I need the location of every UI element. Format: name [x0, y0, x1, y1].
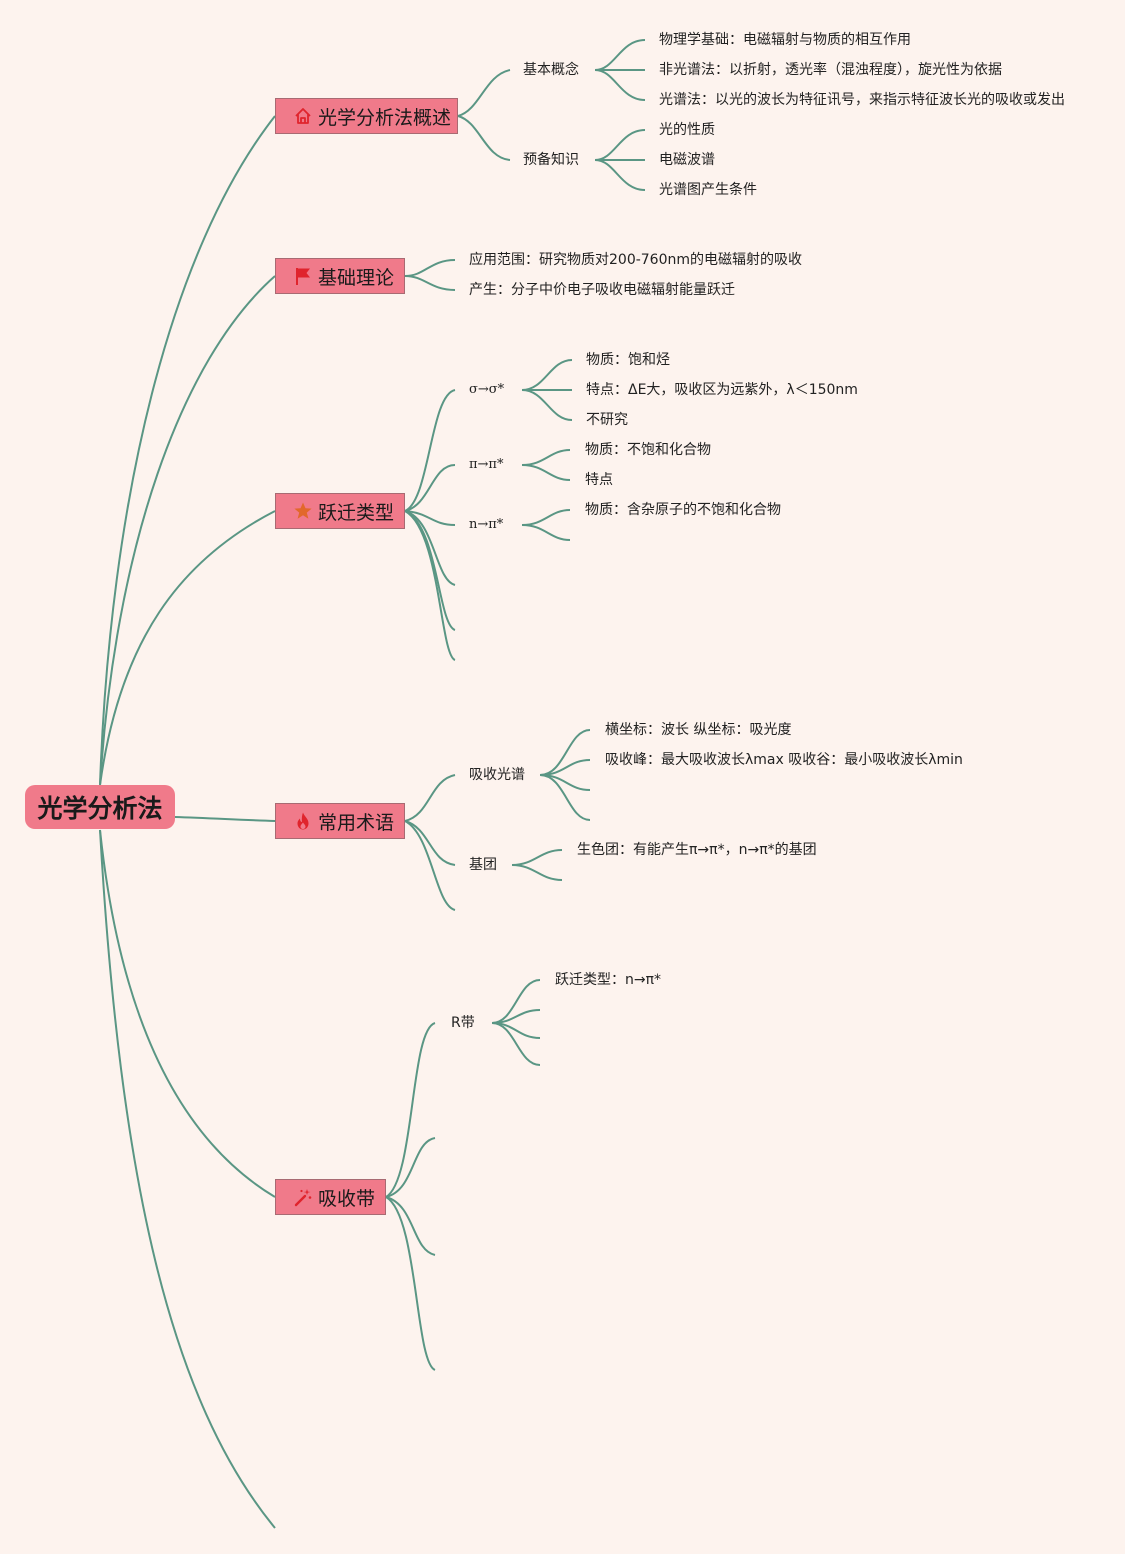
leaf-node[interactable]: 物质：饱和烃 [586, 352, 670, 368]
flag-icon [293, 266, 313, 286]
node-groups[interactable]: 基团 [469, 857, 497, 873]
leaf-node[interactable]: 特点：ΔE大，吸收区为远紫外，λ＜150nm [586, 382, 858, 398]
leaf-node[interactable]: 光谱图产生条件 [659, 182, 757, 198]
star-icon [293, 501, 313, 521]
leaf-node[interactable]: 光谱法：以光的波长为特征讯号，来指示特征波长光的吸收或发出 [659, 92, 1065, 108]
leaf-node[interactable]: 光的性质 [659, 122, 715, 138]
leaf-node[interactable]: 物理学基础：电磁辐射与物质的相互作用 [659, 32, 911, 48]
leaf-node[interactable]: 不研究 [586, 412, 628, 428]
branch-common-terms[interactable]: 常用术语 [275, 803, 405, 839]
branch-basic-theory[interactable]: 基础理论 [275, 258, 405, 294]
node-prerequisites[interactable]: 预备知识 [523, 152, 579, 168]
branch-label: 基础理论 [318, 266, 395, 289]
branch-absorption-bands[interactable]: 吸收带 [275, 1179, 386, 1215]
node-absorption-spectrum[interactable]: 吸收光谱 [469, 767, 525, 783]
leaf-node[interactable]: 物质：不饱和化合物 [585, 442, 711, 458]
branch-label: 光学分析法概述 [318, 106, 452, 129]
root-node[interactable]: 光学分析法 [25, 785, 175, 829]
node-basic-concepts[interactable]: 基本概念 [523, 62, 579, 78]
home-icon [293, 106, 313, 126]
leaf-node[interactable]: 生色团：有能产生π→π*，n→π*的基团 [577, 842, 817, 858]
node-pi-pi-star[interactable]: π→π* [469, 457, 504, 472]
magic-wand-icon [293, 1187, 313, 1207]
leaf-node[interactable]: 产生：分子中价电子吸收电磁辐射能量跃迁 [469, 282, 735, 298]
branch-label: 常用术语 [318, 811, 395, 834]
branch-transition-types[interactable]: 跃迁类型 [275, 493, 405, 529]
leaf-node[interactable]: 应用范围：研究物质对200-760nm的电磁辐射的吸收 [469, 252, 803, 268]
branch-label: 跃迁类型 [318, 501, 395, 524]
leaf-node[interactable]: 物质：含杂原子的不饱和化合物 [585, 502, 781, 518]
leaf-node[interactable]: 特点 [585, 472, 613, 488]
node-r-band[interactable]: R带 [451, 1015, 475, 1031]
branch-label: 吸收带 [318, 1187, 376, 1210]
leaf-node[interactable]: 跃迁类型：n→π* [555, 972, 662, 988]
leaf-node[interactable]: 横坐标：波长 纵坐标：吸光度 [605, 722, 792, 738]
leaf-node[interactable]: 吸收峰：最大吸收波长λmax 吸收谷：最小吸收波长λmin [605, 752, 963, 768]
leaf-node[interactable]: 非光谱法：以折射，透光率（混浊程度），旋光性为依据 [659, 62, 1002, 78]
fire-icon [293, 811, 313, 831]
branch-optics-overview[interactable]: 光学分析法概述 [275, 98, 458, 134]
node-sigma-sigma-star[interactable]: σ→σ* [469, 382, 505, 397]
root-node-label: 光学分析法 [37, 794, 163, 823]
leaf-node[interactable]: 电磁波谱 [659, 152, 715, 168]
node-n-pi-star[interactable]: n→π* [469, 517, 504, 532]
